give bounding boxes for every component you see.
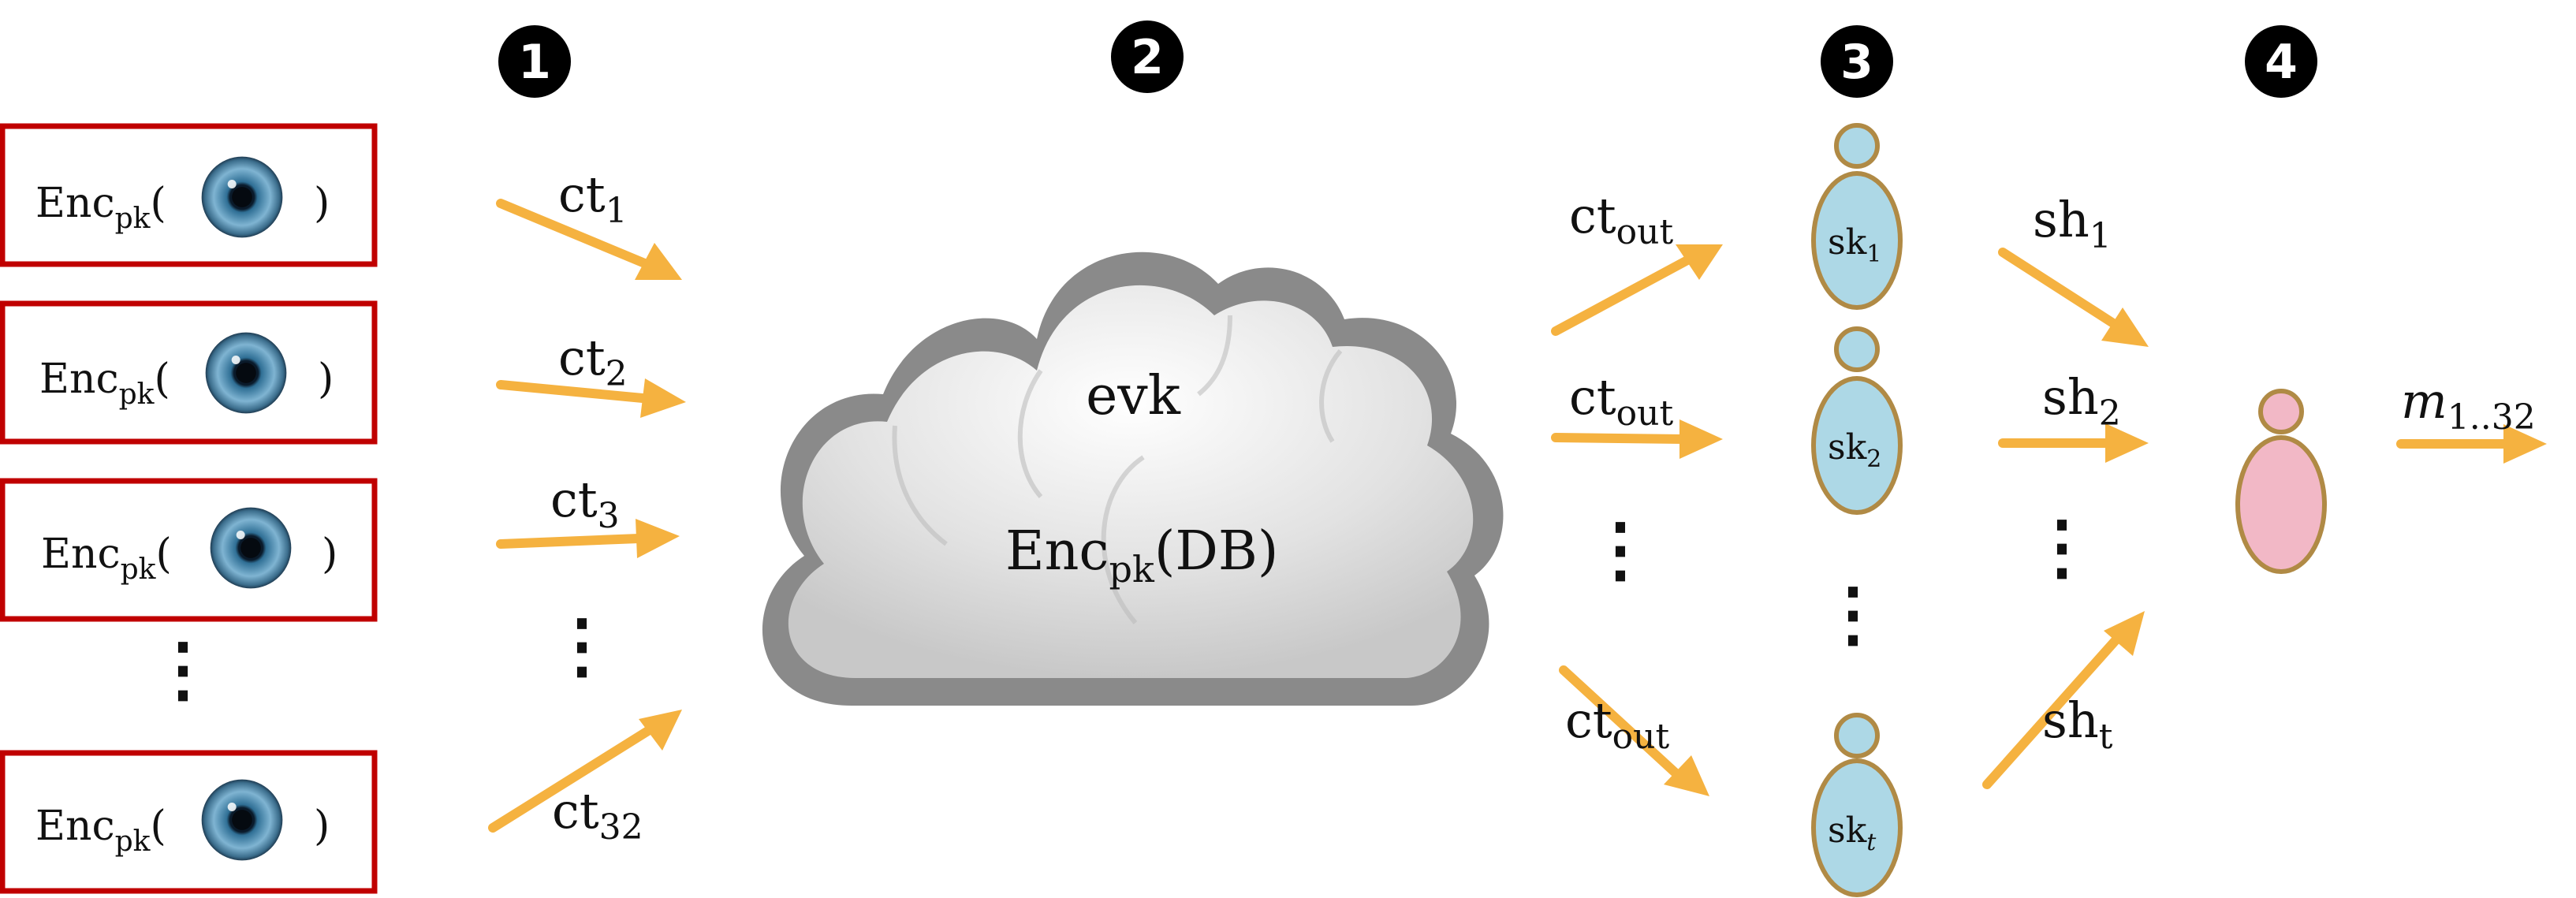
share-label-1: sh1 [2033, 191, 2112, 256]
eye-icon [210, 507, 292, 589]
step-badge-3: 3 [1821, 25, 1893, 98]
share-ellipsis: ⋮ [2026, 505, 2097, 589]
svg-text:Encpk(: Encpk( [35, 803, 166, 858]
svg-text:⋮: ⋮ [1817, 572, 1888, 656]
cloud-evk-label: evk [1086, 365, 1181, 427]
svg-text:skt: skt [1828, 810, 1877, 856]
svg-text:): ) [314, 803, 330, 850]
step-badges: 1 2 3 4 [498, 20, 2317, 98]
eye-icon [201, 156, 283, 238]
arrow-ctout-1 [1551, 244, 1723, 336]
svg-text:Encpk(: Encpk( [35, 180, 166, 235]
share-labels: sh1 sh2 ⋮ sht [2026, 191, 2121, 757]
svg-text:⋮: ⋮ [147, 628, 218, 711]
step-badge-1: 1 [498, 25, 571, 98]
svg-text:4: 4 [2265, 35, 2298, 90]
ctout-label-3: ctout [1565, 691, 1669, 757]
ctout-label-2: ctout [1569, 368, 1673, 434]
arrow-ct1 [496, 199, 682, 280]
ciphertext-labels: ct1 ct2 ct3 ⋮ ct32 [546, 166, 643, 848]
arrow-output [2396, 424, 2547, 464]
ctout-label-1: ctout [1569, 187, 1673, 252]
key-parties: sk1 sk2 ⋮ skt [1811, 123, 1903, 897]
input-box-2: Encpk( ) [0, 300, 378, 445]
svg-text:): ) [318, 356, 334, 403]
cloud-server: evk Encpk(DB) [762, 252, 1504, 706]
arrows-inputs-to-cloud [488, 199, 686, 833]
eye-icon [201, 779, 283, 861]
arrows-cloud-to-parties [1551, 244, 1723, 796]
arrow-ctout-2 [1551, 419, 1723, 459]
arrow-sht [1982, 611, 2145, 789]
ct-label-1: ct1 [558, 166, 628, 231]
ctout-labels: ctout ctout ⋮ ctout [1565, 187, 1673, 757]
key-party-1: sk1 [1811, 123, 1903, 310]
svg-text:1: 1 [518, 35, 551, 90]
svg-text:Encpk(: Encpk( [39, 356, 170, 411]
input-ellipsis: ⋮ [147, 628, 218, 711]
cloud-db-label: Encpk(DB) [1005, 520, 1278, 591]
step-badge-2: 2 [1111, 20, 1184, 93]
ct-label-2: ct2 [558, 329, 628, 394]
client-party [2235, 389, 2327, 574]
svg-text:⋮: ⋮ [2026, 505, 2097, 589]
svg-text:sk2: sk2 [1828, 427, 1881, 473]
output-label: m1..32 [2401, 372, 2536, 438]
svg-text:⋮: ⋮ [1585, 508, 1656, 591]
svg-text:3: 3 [1840, 35, 1873, 90]
svg-text:⋮: ⋮ [546, 604, 617, 687]
arrow-ct3 [496, 519, 680, 558]
share-label-2: sh2 [2042, 368, 2121, 434]
svg-text:2: 2 [1131, 30, 1164, 85]
key-party-t: skt [1811, 713, 1903, 897]
ct-ellipsis: ⋮ [546, 604, 617, 687]
arrow-sh2 [1998, 423, 2149, 463]
share-label-t: sht [2042, 691, 2113, 757]
step-badge-4: 4 [2245, 25, 2317, 98]
eye-icon [205, 332, 287, 414]
ct-label-3: ct3 [550, 471, 620, 536]
arrow-ct32 [488, 710, 682, 833]
key-party-2: sk2 [1811, 326, 1903, 515]
input-box-4: Encpk( ) [0, 750, 378, 894]
encrypted-inputs: Encpk( ) Encpk( ) Encpk( ) ⋮ Encpk( ) [0, 123, 378, 894]
ct-label-32: ct32 [552, 782, 643, 848]
svg-text:sk1: sk1 [1828, 222, 1881, 268]
ctout-ellipsis: ⋮ [1585, 508, 1656, 591]
arrow-sh1 [1998, 248, 2149, 347]
svg-text:): ) [314, 180, 330, 227]
arrow-ctout-3 [1559, 665, 1709, 796]
svg-text:): ) [322, 531, 337, 578]
cloud-body [788, 285, 1474, 678]
input-box-3: Encpk( ) [0, 478, 378, 622]
input-box-1: Encpk( ) [0, 123, 378, 267]
key-party-ellipsis: ⋮ [1817, 572, 1888, 656]
arrows-parties-to-client [1982, 248, 2149, 789]
arrow-ct2 [496, 378, 686, 418]
svg-text:Encpk(: Encpk( [41, 531, 172, 586]
